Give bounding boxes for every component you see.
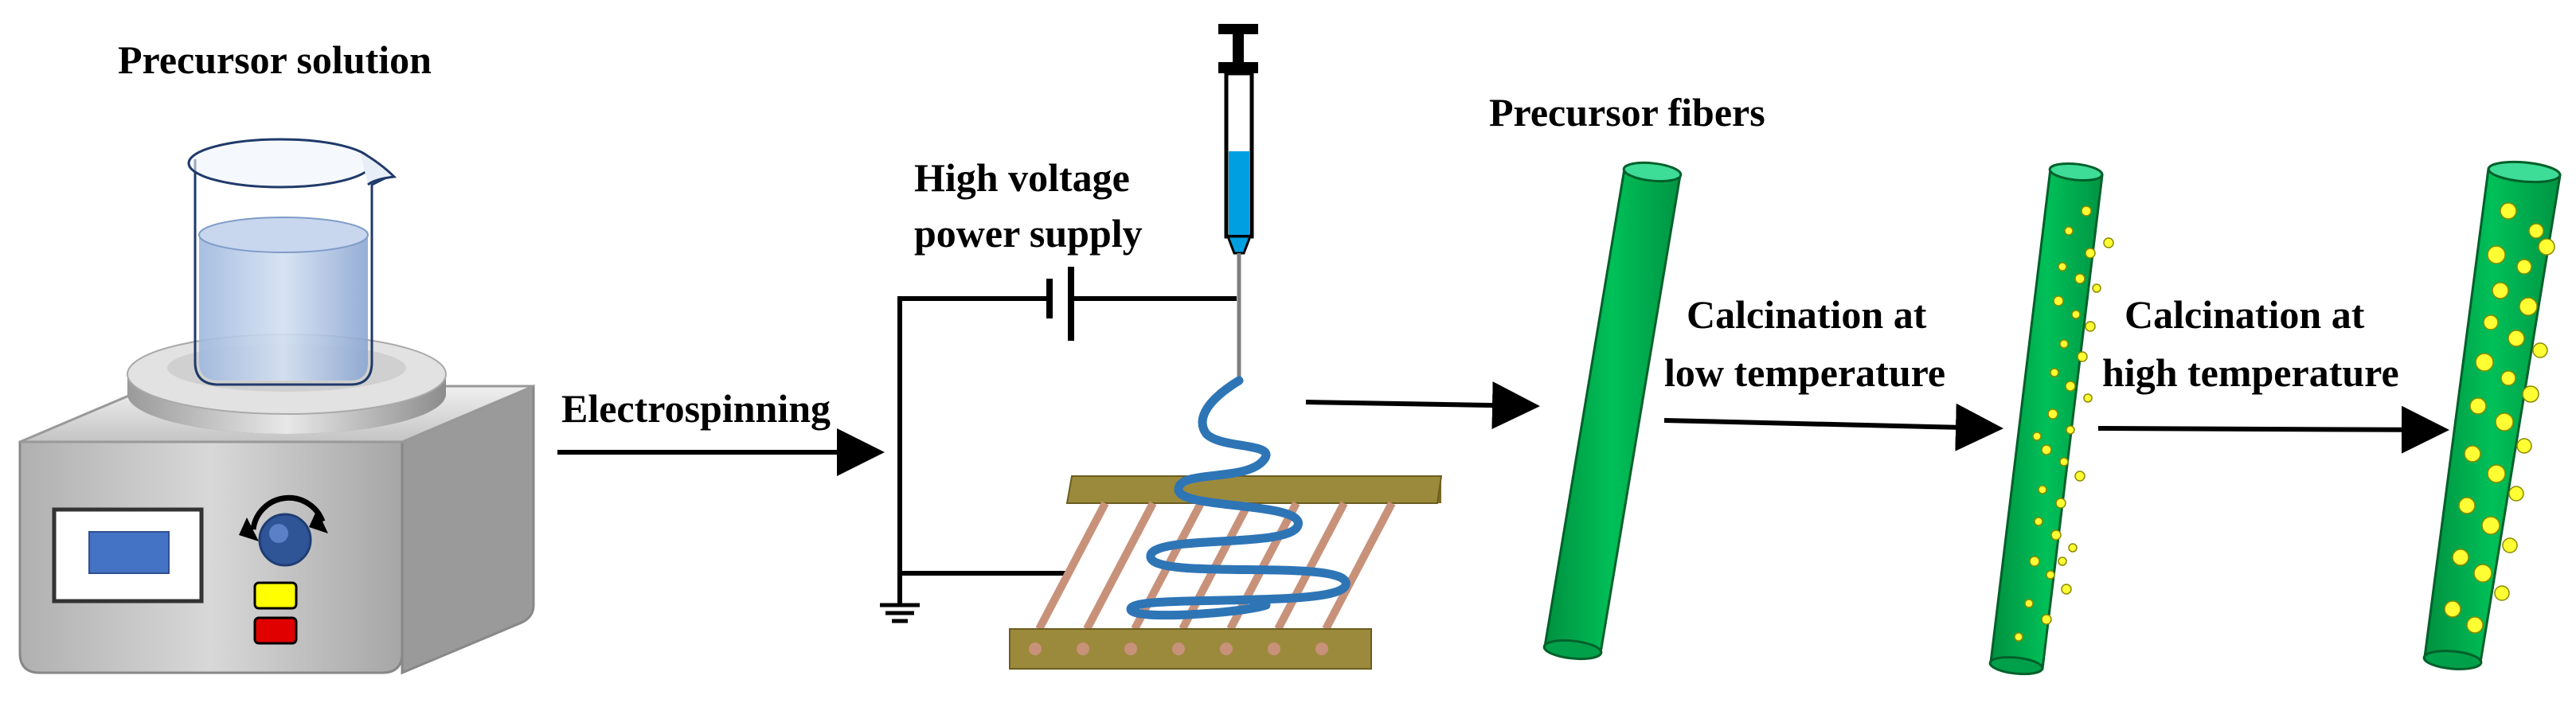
syringe-icon [1218,24,1258,381]
circuit-wires [897,296,1237,605]
arrow-calc-high [2097,405,2449,454]
beaker-icon [187,138,397,386]
fiber-jet-spiral [1126,376,1351,620]
label-calc-high-line2: high temperature [2102,350,2399,395]
label-calc-high-line1: Calcination at [2125,292,2365,337]
small-particles [2014,205,2114,642]
stirrer-body-side [401,384,535,675]
beaker-spout [359,150,397,186]
plunger-rod [1233,34,1244,64]
low-temp-fiber [1988,162,2114,676]
magnetic-stirrer-hotplate [18,334,535,675]
beaker-liquid-surface [198,217,369,253]
low-temp-fiber-top [2048,162,2104,182]
collector-front-dots [1029,643,1328,655]
red-button [253,616,298,645]
plunger-cap [1218,24,1258,34]
arrow-to-fibers [1305,381,1540,430]
ground-symbol-icon [880,603,920,623]
high-temp-fiber [2422,160,2562,670]
label-electrospinning: Electrospinning [561,386,831,431]
barrel-flange [1218,62,1258,73]
large-particles [2444,202,2555,634]
yellow-button [253,581,298,610]
beaker-glass [193,159,389,386]
beaker-rim [187,138,373,189]
battery-symbol-icon [1046,267,1074,341]
precursor-fiber-body [1543,167,1682,654]
rotate-arrow-icon [250,494,326,530]
label-high-voltage-line1: High voltage [914,155,1130,200]
high-temp-fiber-bottom [2422,650,2483,670]
precursor-fiber [1542,161,1683,661]
beaker-liquid [199,235,368,381]
label-precursor-fibers: Precursor fibers [1489,90,1765,135]
low-temp-fiber-bottom [1988,655,2044,676]
arrow-calc-low [1663,403,2003,451]
label-precursor-solution: Precursor solution [118,37,432,82]
syringe-tip [1225,235,1253,255]
collector-back-bar [1065,475,1443,504]
label-calc-low-line1: Calcination at [1687,292,1927,337]
label-high-voltage-line2: power supply [914,211,1143,256]
knob-highlight [269,524,288,543]
display-screen [88,531,170,574]
collector-front-bar [1009,628,1372,670]
label-calc-low-line2: low temperature [1664,350,1945,395]
precursor-fiber-bottom [1542,639,1603,661]
rotate-arrow-head [309,510,328,533]
high-temp-fiber-top [2487,160,2562,184]
rotate-arrow-tail [239,518,259,541]
low-temp-fiber-body [1989,167,2104,670]
precursor-fiber-top [1622,161,1683,183]
syringe-liquid [1229,151,1249,235]
